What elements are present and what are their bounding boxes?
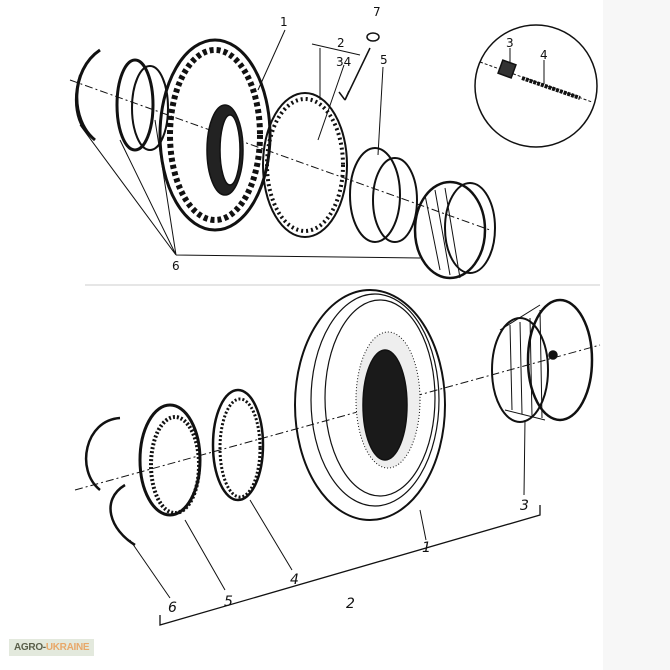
top-label-rim: 5 xyxy=(380,53,388,67)
top-label-rings: 6 xyxy=(172,259,180,273)
valve-stem xyxy=(521,76,581,100)
valve-inset: 3 4 xyxy=(474,24,598,148)
bottom-lock-ring xyxy=(84,416,136,547)
inset-label-valve-nut: 3 xyxy=(506,36,514,50)
bottom-label-tire: 1 xyxy=(422,540,431,556)
watermark-part2: UKRAINE xyxy=(45,642,90,653)
valve-nut xyxy=(497,59,517,79)
watermark-part1: AGRO- xyxy=(14,642,46,653)
bottom-label-rim: 3 xyxy=(520,498,529,514)
bottom-rim xyxy=(491,298,594,423)
top-lock-ring xyxy=(75,48,101,142)
bottom-assembly: 1 2 3 4 5 6 xyxy=(74,289,601,626)
top-flap-washer xyxy=(366,32,380,42)
bottom-label-ring-5: 5 xyxy=(224,594,233,610)
agro-ukraine-watermark: AGRO-UKRAINE xyxy=(9,639,95,656)
top-tire xyxy=(158,38,272,232)
bottom-label-group: 2 xyxy=(346,596,355,612)
inset-label-valve-stem: 4 xyxy=(540,48,548,62)
top-label-tire: 1 xyxy=(280,15,288,29)
top-assembly: 1 2 34 7 5 6 xyxy=(69,5,496,280)
bottom-tire xyxy=(294,289,446,521)
bottom-label-ring-4: 4 xyxy=(290,572,299,588)
side-strip xyxy=(603,0,670,670)
top-tube xyxy=(262,92,348,238)
top-label-tube-parts: 34 xyxy=(336,55,351,69)
bottom-label-lock-ring: 6 xyxy=(168,600,177,616)
top-side-ring xyxy=(115,58,155,152)
top-rim xyxy=(349,147,496,280)
bottom-ring-5 xyxy=(138,403,202,517)
top-label-flap: 7 xyxy=(373,5,381,19)
bottom-ring-4 xyxy=(211,388,265,502)
top-label-tube-group: 2 xyxy=(337,36,345,50)
